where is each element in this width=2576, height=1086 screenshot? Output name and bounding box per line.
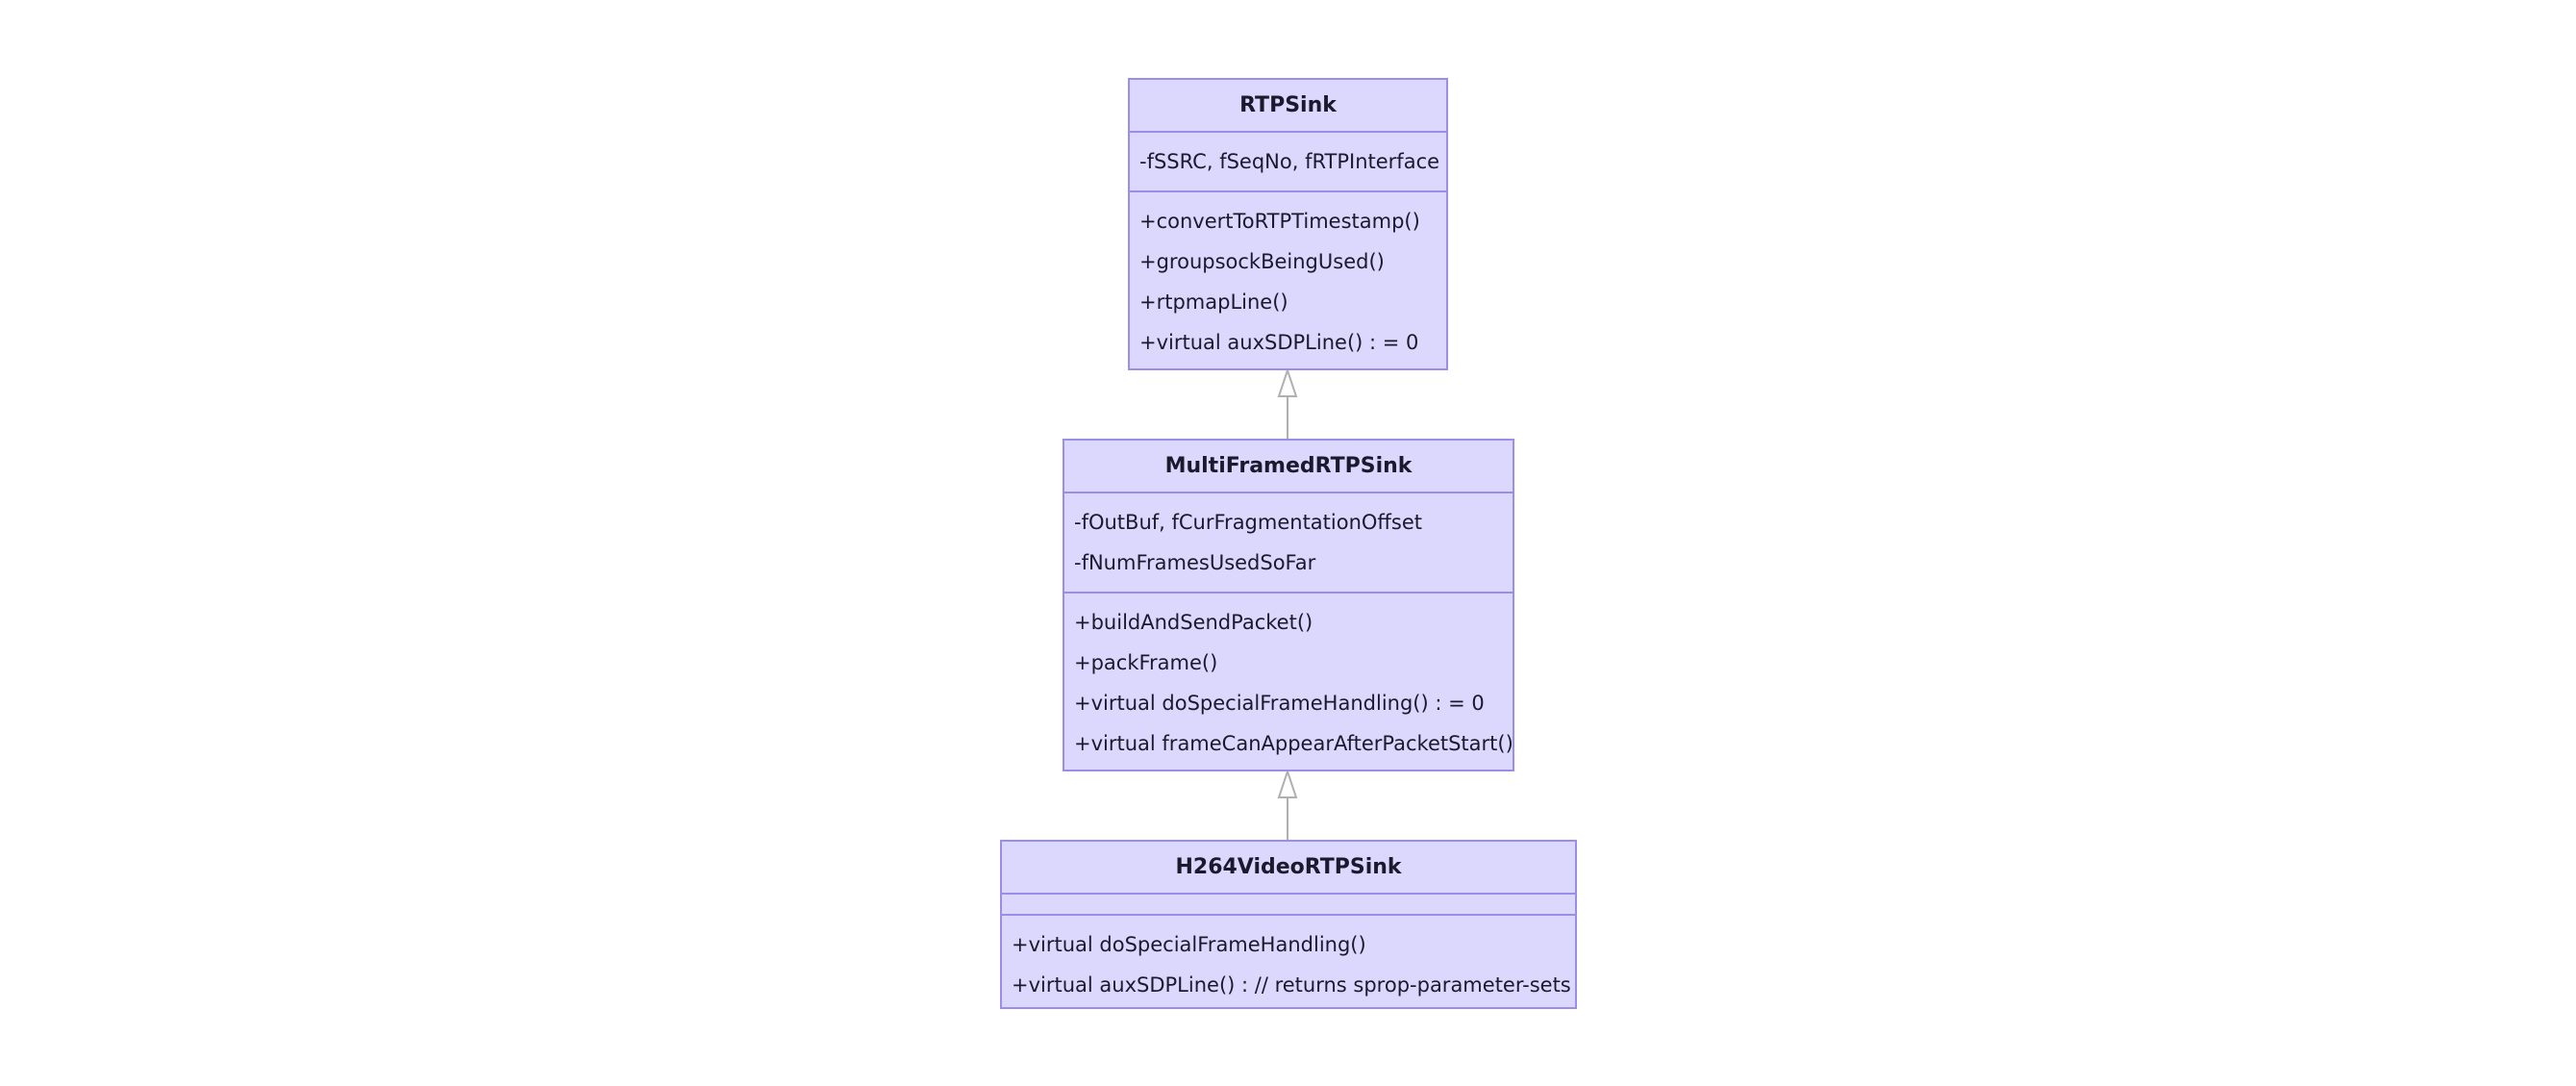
method: +buildAndSendPacket() — [1074, 611, 1313, 634]
attributes-section: -fOutBuf, fCurFragmentationOffset -fNumF… — [1064, 492, 1513, 592]
attribute: -fSSRC, fSeqNo, fRTPInterface — [1139, 150, 1440, 173]
methods-section: +convertToRTPTimestamp() +groupsockBeing… — [1130, 190, 1446, 371]
class-name: H264VideoRTPSink — [1175, 855, 1402, 879]
method: +groupsockBeingUsed() — [1139, 250, 1385, 273]
method: +virtual doSpecialFrameHandling() : = 0 — [1074, 692, 1485, 715]
method: +virtual frameCanAppearAfterPacketStart(… — [1074, 732, 1513, 755]
method: +convertToRTPTimestamp() — [1139, 210, 1420, 233]
method: +virtual auxSDPLine() : // returns sprop… — [1012, 973, 1571, 997]
inheritance-arrowhead-rtpsink — [1277, 366, 1298, 397]
attribute: -fNumFramesUsedSoFar — [1074, 551, 1316, 574]
inheritance-arrowhead-multiframed — [1277, 768, 1298, 798]
methods-section: +virtual doSpecialFrameHandling() +virtu… — [1002, 914, 1575, 1014]
methods-section: +buildAndSendPacket() +packFrame() +virt… — [1064, 592, 1513, 772]
attribute: -fOutBuf, fCurFragmentationOffset — [1074, 511, 1422, 534]
method: +virtual auxSDPLine() : = 0 — [1139, 331, 1419, 354]
attributes-section — [1002, 893, 1575, 914]
attributes-section: -fSSRC, fSeqNo, fRTPInterface — [1130, 131, 1446, 190]
class-name: RTPSink — [1239, 93, 1337, 117]
method: +rtpmapLine() — [1139, 290, 1288, 314]
class-rtpsink[interactable]: RTPSink -fSSRC, fSeqNo, fRTPInterface +c… — [1128, 78, 1448, 370]
class-h264videortpsink[interactable]: H264VideoRTPSink +virtual doSpecialFrame… — [1000, 840, 1577, 1009]
class-multiframedrtpsink[interactable]: MultiFramedRTPSink -fOutBuf, fCurFragmen… — [1063, 439, 1514, 771]
method: +packFrame() — [1074, 651, 1218, 674]
method: +virtual doSpecialFrameHandling() — [1012, 933, 1366, 956]
class-name: MultiFramedRTPSink — [1164, 454, 1413, 478]
